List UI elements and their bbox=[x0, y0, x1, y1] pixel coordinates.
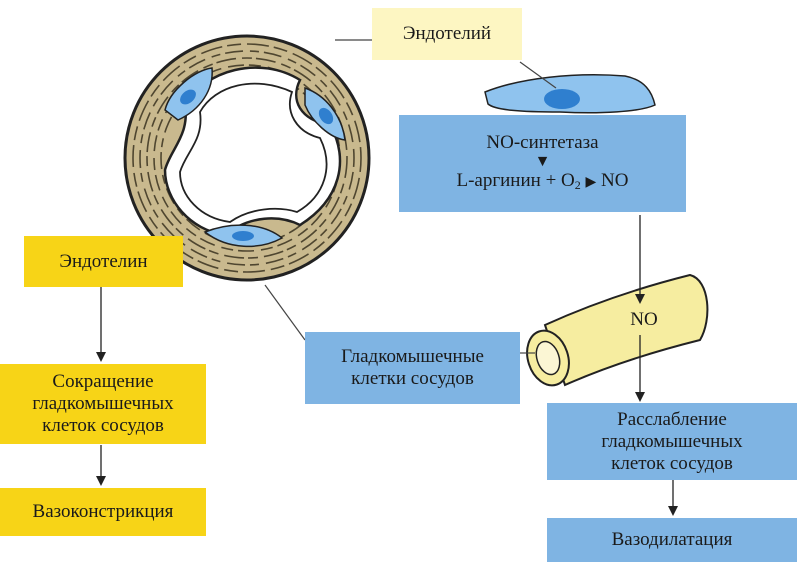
smooth-muscle-line-2: клетки сосудов bbox=[351, 368, 474, 389]
flow-arrows bbox=[96, 215, 678, 516]
relaxation-line-2: гладкомышечных bbox=[601, 430, 743, 452]
endothelin-text: Эндотелин bbox=[59, 250, 148, 272]
contraction-line-3: клеток сосудов bbox=[42, 415, 164, 436]
reaction-line: L-аргинин + O2 ▶ NO bbox=[456, 170, 628, 196]
vasoconstriction-text: Вазоконстрикция bbox=[32, 501, 174, 522]
vasodilation-box: Вазодилатация bbox=[547, 518, 797, 562]
reaction-reactants: L-аргинин + O bbox=[456, 169, 575, 191]
contraction-box: Сокращение гладкомышечных клеток сосудов bbox=[0, 364, 206, 444]
smooth-muscle-box: Гладкомышечные клетки сосудов bbox=[305, 332, 520, 404]
relaxation-line-1: Расслабление bbox=[617, 408, 727, 430]
no-in-vessel-text: NO bbox=[630, 309, 658, 330]
endothelin-box: Эндотелин bbox=[24, 236, 183, 287]
reaction-product: NO bbox=[601, 169, 629, 191]
right-arrow-icon: ▶ bbox=[585, 174, 597, 190]
down-arrow-icon: ▼ bbox=[534, 152, 551, 170]
relaxation-line-3: клеток сосудов bbox=[611, 452, 733, 474]
endothelial-cell-left bbox=[164, 67, 213, 121]
endothelium-label: Эндотелий bbox=[372, 8, 522, 60]
contraction-line-1: Сокращение bbox=[52, 371, 154, 392]
reaction-subscript: 2 bbox=[574, 177, 581, 192]
vessel-cross-section bbox=[123, 34, 371, 282]
vasoconstriction-box: Вазоконстрикция bbox=[0, 488, 206, 536]
no-synthase-text: NO-синтетаза bbox=[486, 131, 599, 153]
contraction-line-2: гладкомышечных bbox=[32, 393, 174, 414]
endothelial-cell-detail bbox=[484, 74, 656, 114]
endothelial-cell-right bbox=[304, 86, 346, 141]
smooth-muscle-line-1: Гладкомышечные bbox=[341, 346, 484, 367]
vasodilation-text: Вазодилатация bbox=[611, 529, 733, 550]
endothelium-text: Эндотелий bbox=[402, 23, 492, 44]
no-in-vessel-label: NO bbox=[622, 307, 666, 333]
pointer-lines bbox=[264, 39, 557, 354]
endothelial-cell-bottom bbox=[203, 224, 284, 248]
smooth-muscle-tube bbox=[526, 273, 709, 387]
no-synthase-box: NO-синтетаза ▼ L-аргинин + O2 ▶ NO bbox=[399, 115, 686, 212]
relaxation-box: Расслабление гладкомышечных клеток сосуд… bbox=[547, 403, 797, 480]
